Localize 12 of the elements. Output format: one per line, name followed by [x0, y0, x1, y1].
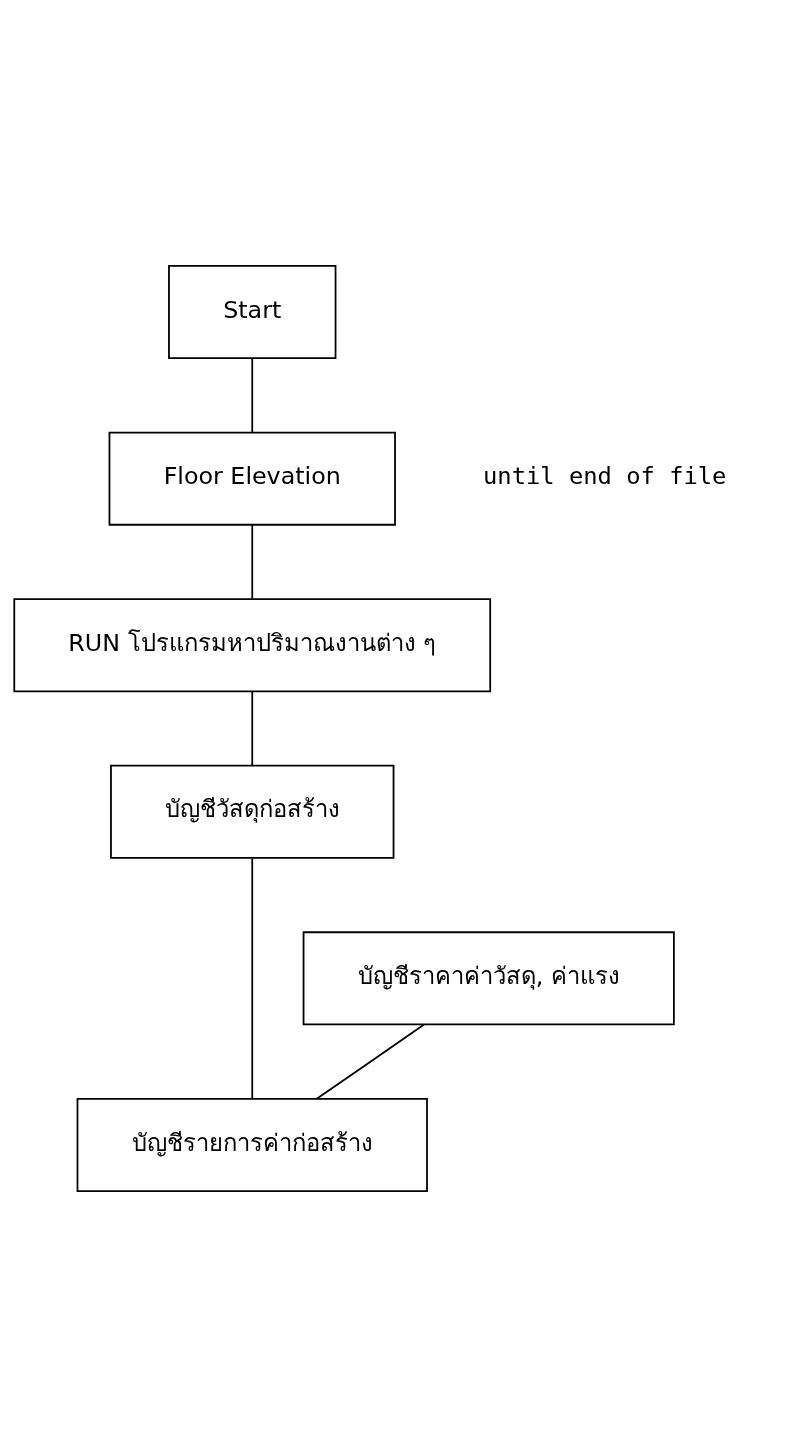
node-box: บัญชีราคาค่าวัสดุ, ค่าแรง [302, 930, 675, 1025]
connector [251, 857, 254, 1100]
node-label: until end of file [483, 461, 727, 490]
connector [251, 356, 254, 433]
connector [251, 690, 254, 767]
node-box: Start [168, 264, 337, 359]
node-box: บัญชีวัสดุก่อสร้าง [110, 764, 395, 859]
connector [251, 523, 254, 600]
node-box: RUN โปรแกรมหาปริมาณงานต่าง ๆ [13, 597, 492, 692]
node-box: Floor Elevation [108, 431, 396, 526]
connector [315, 1023, 425, 1100]
node-box: บัญชีรายการค่าก่อสร้าง [76, 1097, 428, 1192]
